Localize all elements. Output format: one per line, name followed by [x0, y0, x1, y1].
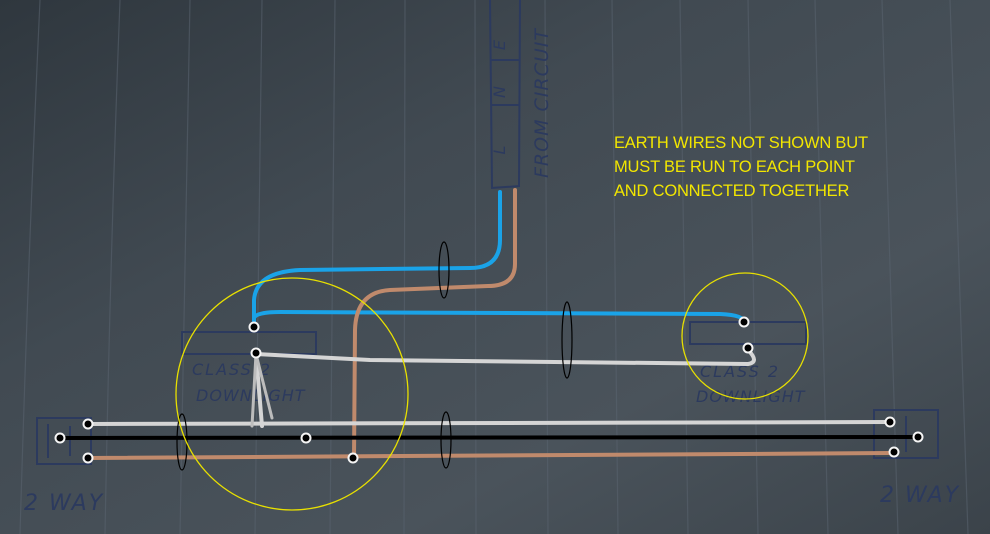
junction-circles: [175, 272, 809, 511]
downlight-right-line2: DOWNLIGHT: [696, 387, 806, 406]
terminal-label-n: N: [490, 86, 509, 98]
wire-grey-drop-c: [254, 352, 274, 420]
supply-label: FROM CIRCUIT: [531, 28, 553, 178]
note-line: AND CONNECTED TOGETHER: [614, 182, 850, 200]
terminal-junction-brown: [347, 452, 359, 464]
downlight-left: CLASS 2 DOWNLIGHT: [181, 331, 317, 405]
wire-grey-switch-run: [86, 420, 892, 426]
terminal-label-l: L: [490, 146, 509, 155]
downlight-left-box: [181, 331, 317, 355]
wire-grey-drop-a: [254, 352, 264, 428]
wire-black-strapper: [58, 435, 920, 440]
switch-left-box: [36, 417, 92, 465]
downlight-right-line1: CLASS 2: [700, 362, 780, 381]
downlight-left-line2: DOWNLIGHT: [196, 386, 306, 405]
terminal-switch-left-bottom: [82, 452, 94, 464]
terminal-label-e: E: [490, 39, 509, 50]
terminal-right-downlight-l: [742, 342, 754, 354]
downlight-right: CLASS 2 DOWNLIGHT: [689, 321, 807, 406]
wire-grey-drop-b: [250, 352, 258, 428]
ruled-lines: [19, 0, 969, 534]
terminal-left-downlight-n: [248, 321, 260, 333]
terminal-switch-right-top: [884, 416, 896, 428]
switch-right-label: 2 WAY: [880, 483, 960, 508]
wire-grey-downlights: [254, 348, 756, 366]
terminal-right-downlight-n: [738, 316, 750, 328]
note-line: EARTH WIRES NOT SHOWN BUT: [614, 134, 868, 152]
note-line: MUST BE RUN TO EACH POINT: [614, 158, 855, 176]
terminal-switch-left-top: [82, 418, 94, 430]
switch-right: 2 WAY: [873, 409, 960, 508]
switch-left-label: 2 WAY: [24, 491, 104, 516]
earth-wire-note: EARTH WIRES NOT SHOWN BUT MUST BE RUN TO…: [614, 131, 944, 203]
terminals: [54, 316, 924, 464]
terminal-switch-left-com: [54, 432, 66, 444]
junction-circle-right: [681, 272, 809, 400]
terminal-switch-right-com: [912, 431, 924, 443]
wires: [58, 188, 920, 460]
junction-circle-left: [175, 277, 409, 511]
supply-terminal-labels: L N E FROM CIRCUIT: [490, 28, 553, 178]
terminal-left-downlight-l: [250, 347, 262, 359]
switch-right-box: [873, 409, 939, 459]
switch-left: 2 WAY: [24, 417, 104, 516]
terminal-switch-right-bottom: [888, 446, 900, 458]
wire-brown-switch-run: [86, 451, 896, 460]
wire-blue-supply: [252, 190, 502, 328]
supply-terminal-block: [489, 0, 521, 189]
wire-brown-supply: [352, 188, 517, 460]
downlight-left-line1: CLASS 2: [192, 360, 272, 379]
terminal-junction-black: [300, 432, 312, 444]
